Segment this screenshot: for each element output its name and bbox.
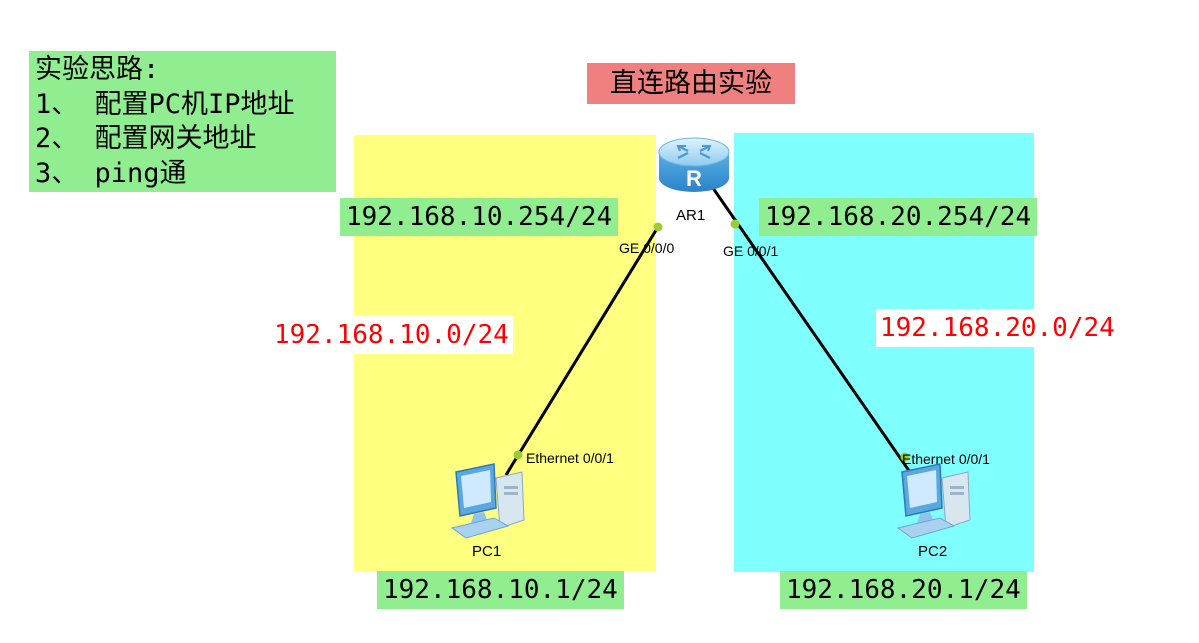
link-ar1-pc1 [504, 226, 660, 476]
notes-step-2: 2、 配置网关地址 [35, 123, 257, 154]
port-dot-pc2-eth [900, 452, 910, 462]
diagram-title: 直连路由实验 [587, 63, 795, 104]
router-ip-left: 192.168.10.254/24 [340, 198, 619, 236]
pc2-ip: 192.168.20.1/24 [780, 571, 1027, 609]
network-label-left: 192.168.10.0/24 [270, 316, 513, 354]
port-label-pc1-eth: Ethernet 0/0/1 [526, 450, 614, 466]
port-dot-pc1-eth [513, 450, 523, 460]
link-ar1-pc2 [704, 177, 914, 476]
pc2-name: PC2 [918, 543, 948, 560]
port-dot-ge001 [730, 219, 740, 229]
notes-heading: 实验思路: [35, 54, 160, 85]
network-label-right: 192.168.20.0/24 [876, 309, 1119, 347]
port-label-ge001: GE 0/0/1 [723, 243, 779, 259]
notes-step-3: 3、 ping通 [35, 157, 187, 189]
pc1-icon [450, 463, 525, 539]
router-ip-right: 192.168.20.254/24 [759, 198, 1038, 236]
router-name: AR1 [676, 207, 706, 224]
notes-step-1: 1、 配置PC机IP地址 [35, 88, 295, 120]
router-icon: R [658, 137, 730, 192]
port-label-pc2-eth: Ethernet 0/0/1 [902, 451, 990, 467]
svg-text:R: R [686, 166, 702, 191]
pc2-icon [896, 463, 971, 539]
experiment-notes: 实验思路: 1、 配置PC机IP地址 2、 配置网关地址 3、 ping通 [29, 51, 336, 192]
port-label-ge000: GE 0/0/0 [619, 240, 675, 256]
port-dot-ge000 [653, 222, 663, 232]
pc1-ip: 192.168.10.1/24 [377, 571, 624, 609]
pc1-name: PC1 [472, 543, 502, 560]
